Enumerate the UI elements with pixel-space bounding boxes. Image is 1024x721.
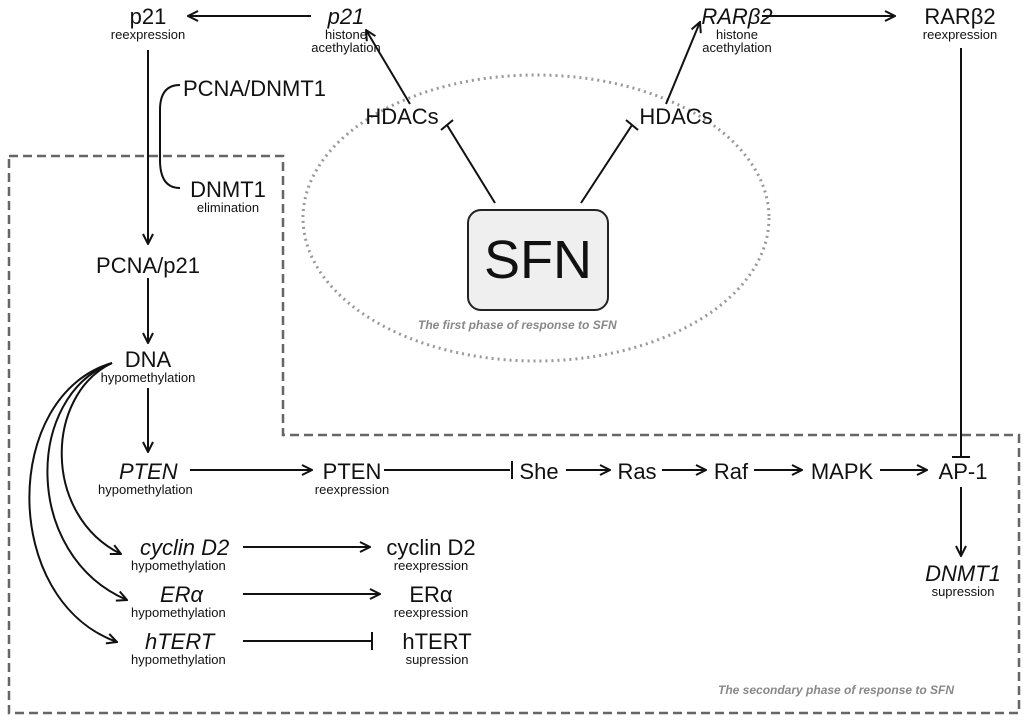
first-phase-label: The first phase of response to SFN	[418, 318, 617, 332]
node-main: ERα	[409, 582, 453, 607]
node-ap1: AP-1	[938, 459, 988, 484]
node-sub: supression	[405, 652, 469, 667]
node-main: hTERT	[145, 629, 215, 654]
node-main: DNMT1	[925, 561, 1001, 586]
arrow-dna-to-era	[46, 362, 127, 600]
node-rarb2-reexpression: RARβ2 reexpression	[905, 4, 1015, 42]
inhibit-sfn-hdacs-right	[580, 124, 633, 204]
node-main: cyclin D2	[386, 535, 476, 560]
node-main: RARβ2	[924, 4, 996, 29]
node-sub: hypomethylation	[131, 558, 226, 573]
arrow-dna-to-htert	[28, 362, 117, 642]
node-sub: reexpression	[110, 27, 186, 42]
node-main: ERα	[160, 582, 204, 607]
inhibit-bar-left	[440, 119, 454, 131]
node-dna: DNA hypomethylation	[88, 347, 208, 385]
node-era-hypomethylation: ERα hypomethylation	[124, 582, 254, 620]
node-sub: hypomethylation	[131, 652, 226, 667]
node-cyclin-reexpression: cyclin D2 reexpression	[371, 535, 491, 573]
node-dnmt1-supression: DNMT1 supression	[913, 561, 1013, 599]
node-sub: histone	[716, 27, 758, 42]
node-main: p21	[129, 4, 167, 29]
node-main: RARβ2	[701, 4, 773, 29]
node-sub2: acethylation	[702, 40, 772, 55]
arrow-dna-to-cyclin	[60, 362, 121, 554]
node-raf: Raf	[713, 459, 749, 484]
node-main: p21	[327, 4, 365, 29]
first-phase-region	[301, 73, 771, 363]
node-main: cyclin D2	[140, 535, 230, 560]
node-ras: Ras	[617, 459, 657, 484]
inhibit-bar-right	[625, 119, 639, 131]
node-sub: elimination	[196, 200, 260, 215]
sfn-label: SFN	[484, 230, 592, 290]
pcna-dnmt1-bracket	[159, 84, 181, 189]
node-she: She	[519, 459, 559, 484]
node-main: PTEN	[322, 459, 382, 484]
secondary-phase-region	[7, 154, 1021, 715]
node-htert-hypomethylation: hTERT hypomethylation	[124, 629, 254, 667]
node-main: DNA	[124, 347, 172, 372]
node-sub: reexpression	[393, 558, 469, 573]
arrow-hdacs-to-rarb2hist	[665, 22, 700, 105]
node-dnmt1-elimination: DNMT1 elimination	[178, 177, 278, 215]
node-rarb2-histone: RARβ2 histone acethylation	[687, 4, 787, 55]
node-pten-reexpression: PTEN reexpression	[302, 459, 402, 497]
node-pten-hypomethylation: PTEN hypomethylation	[88, 459, 218, 497]
node-sub: hypomethylation	[131, 605, 226, 620]
node-hdacs-right: HDACs	[639, 104, 713, 129]
node-hdacs-left: HDACs	[365, 104, 439, 129]
node-htert-supression: hTERT supression	[387, 629, 487, 667]
sfn-box: SFN	[467, 209, 609, 311]
node-sub: reexpression	[922, 27, 998, 42]
node-main: PTEN	[119, 459, 178, 484]
node-sub: reexpression	[393, 605, 469, 620]
node-sub: hypomethylation	[100, 370, 196, 385]
secondary-phase-label: The secondary phase of response to SFN	[718, 683, 955, 697]
arrow-hdacs-to-p21hist	[366, 30, 411, 105]
node-sub: supression	[931, 584, 995, 599]
node-cyclin-hypomethylation: cyclin D2 hypomethylation	[124, 535, 254, 573]
node-sub: hypomethylation	[98, 482, 193, 497]
node-p21-reexpression: p21 reexpression	[98, 4, 198, 42]
node-mapk: MAPK	[810, 459, 874, 484]
node-sub: reexpression	[314, 482, 390, 497]
node-p21-histone: p21 histone acethylation	[296, 4, 396, 55]
node-pcna-p21: PCNA/p21	[96, 253, 200, 278]
node-main: hTERT	[402, 629, 472, 654]
inhibit-sfn-hdacs-left	[446, 124, 496, 204]
node-main: DNMT1	[190, 177, 266, 202]
node-sub: histone	[325, 27, 367, 42]
node-era-reexpression: ERα reexpression	[381, 582, 481, 620]
node-pcna-dnmt1: PCNA/DNMT1	[183, 76, 327, 101]
node-sub2: acethylation	[311, 40, 381, 55]
